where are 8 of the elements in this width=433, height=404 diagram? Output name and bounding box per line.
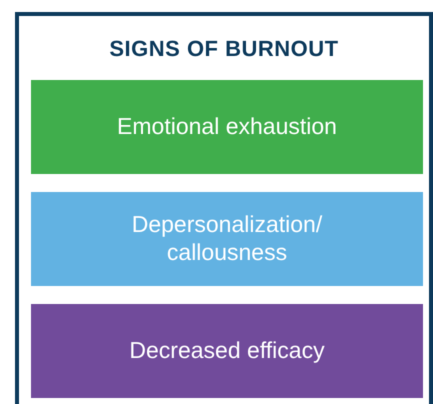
sign-box: [31, 80, 423, 174]
panel-frame: [15, 12, 433, 404]
sign-text: Emotional exhaustion: [117, 113, 337, 141]
panel-heading: SIGNS OF BURNOUT: [108, 35, 340, 63]
sign-box: [31, 304, 423, 398]
sign-text: Decreased efficacy: [129, 337, 325, 365]
sign-text: Depersonalization/ callousness: [130, 211, 324, 267]
sign-box: [31, 192, 423, 286]
